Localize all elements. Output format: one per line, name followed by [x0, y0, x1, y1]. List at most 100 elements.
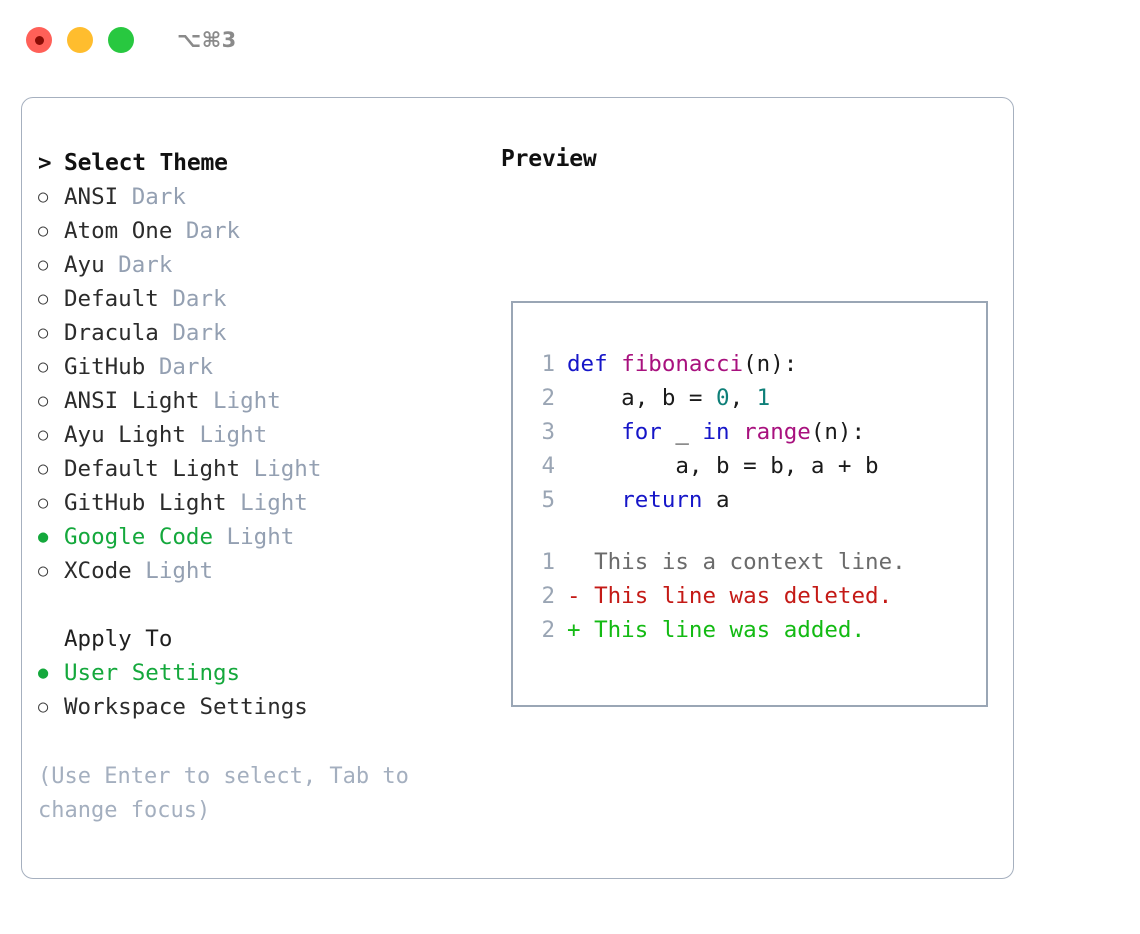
- theme-option-row[interactable]: ● Google Code Light: [38, 520, 498, 554]
- radio-selected-icon: ●: [38, 527, 49, 547]
- code-line-text: for _ in range(n):: [567, 415, 865, 449]
- preview-title: Preview: [501, 146, 597, 172]
- theme-option-row[interactable]: ○Default Dark: [38, 282, 498, 316]
- theme-name: Default: [64, 286, 159, 312]
- radio-unselected-icon: ○: [38, 221, 49, 241]
- theme-name: Ayu: [64, 252, 105, 278]
- theme-option-row[interactable]: ○Dracula Dark: [38, 316, 498, 350]
- code-token-num: 0: [716, 385, 730, 411]
- code-token-kw: def: [567, 351, 622, 377]
- theme-option-row[interactable]: ○ XCode Light: [38, 554, 498, 588]
- code-line: 2 a, b = 0, 1: [527, 381, 977, 415]
- apply-to-option-label: User Settings: [64, 660, 241, 686]
- code-line: 3 for _ in range(n):: [527, 415, 977, 449]
- code-line-text: return a: [567, 483, 730, 517]
- apply-to-label: Apply To: [64, 626, 173, 652]
- diff-sign: -: [567, 583, 595, 609]
- zoom-button[interactable]: [108, 27, 134, 53]
- minimize-button[interactable]: [67, 27, 93, 53]
- theme-picker-panel: > Select Theme ○ANSI Dark○Atom One Dark○…: [21, 97, 1014, 879]
- diff-line-text: This line was added.: [594, 617, 866, 643]
- diff-line: 2- This line was deleted.: [527, 579, 977, 613]
- theme-option-row[interactable]: ○ Default Light Light: [38, 452, 498, 486]
- code-token-kw: return: [621, 487, 703, 513]
- diff-line-text: This line was deleted.: [594, 583, 893, 609]
- code-token-fn: range: [743, 419, 811, 445]
- diff-line: 1 This is a context line.: [527, 545, 977, 579]
- apply-to-option-row[interactable]: ○ Workspace Settings: [38, 690, 498, 724]
- theme-option-row[interactable]: ○ ANSI Dark: [38, 180, 498, 214]
- code-token-pl: a: [702, 487, 730, 513]
- code-token-pl: a, b = b, a + b: [567, 453, 879, 479]
- theme-kind-badge: Light: [213, 524, 295, 550]
- radio-unselected-icon: ○: [38, 697, 49, 717]
- window-titlebar: ⌥⌘3: [0, 0, 1140, 80]
- diff-lines: 1 This is a context line.2- This line wa…: [527, 545, 977, 647]
- radio-unselected-icon: ○: [38, 493, 49, 513]
- code-token-kw: in: [702, 419, 730, 445]
- diff-line-text: This is a context line.: [594, 549, 906, 575]
- radio-selected-icon: ●: [38, 663, 49, 683]
- close-button[interactable]: [26, 27, 52, 53]
- theme-name: Default Light: [64, 456, 241, 482]
- code-line-number: 4: [541, 453, 555, 479]
- theme-name: Dracula: [64, 320, 159, 346]
- theme-kind-badge: Dark: [145, 354, 214, 380]
- radio-unselected-icon: ○: [38, 187, 49, 207]
- code-token-pl: [730, 419, 744, 445]
- prompt-caret-icon: >: [38, 150, 52, 176]
- theme-list-column: > Select Theme ○ANSI Dark○Atom One Dark○…: [38, 146, 498, 724]
- theme-name: XCode: [64, 558, 132, 584]
- radio-unselected-icon: ○: [38, 357, 49, 377]
- theme-kind-badge: Dark: [118, 184, 186, 210]
- apply-to-heading: Apply To: [38, 622, 498, 656]
- radio-unselected-icon: ○: [38, 459, 49, 479]
- diff-line-number: 2: [541, 617, 555, 643]
- apply-to-option-list: ● User Settings ○ Workspace Settings: [38, 656, 498, 724]
- apply-to-option-label: Workspace Settings: [64, 694, 308, 720]
- code-line-number: 3: [541, 419, 555, 445]
- theme-name: GitHub Light: [64, 490, 227, 516]
- theme-option-row[interactable]: ○Ayu Light Light: [38, 418, 498, 452]
- radio-unselected-icon: ○: [38, 561, 49, 581]
- apply-to-option-row[interactable]: ● User Settings: [38, 656, 498, 690]
- select-theme-heading: > Select Theme: [38, 146, 498, 180]
- theme-kind-badge: Light: [240, 456, 322, 482]
- diff-line-number: 1: [541, 549, 555, 575]
- radio-unselected-icon: ○: [38, 323, 49, 343]
- theme-name: GitHub: [64, 354, 146, 380]
- theme-option-row[interactable]: ○Atom One Dark: [38, 214, 498, 248]
- theme-kind-badge: Light: [131, 558, 214, 584]
- diff-sign: +: [567, 617, 595, 643]
- keyboard-shortcut-label: ⌥⌘3: [177, 28, 237, 52]
- page-title: Select Theme: [64, 150, 228, 176]
- theme-name: ANSI Light: [64, 388, 200, 414]
- code-token-fn: fibonacci: [621, 351, 744, 377]
- code-line: 4 a, b = b, a + b: [527, 449, 977, 483]
- theme-option-row[interactable]: ○ GitHub Dark: [38, 350, 498, 384]
- theme-name: Ayu Light: [64, 422, 186, 448]
- theme-name: Google Code: [64, 524, 214, 550]
- code-token-pl: ,: [729, 385, 757, 411]
- theme-option-row[interactable]: ○Ayu Dark: [38, 248, 498, 282]
- code-token-pl: [567, 419, 621, 445]
- code-line-text: a, b = 0, 1: [567, 381, 770, 415]
- code-token-pl: (n):: [743, 351, 798, 377]
- keyboard-hint-text: (Use Enter to select, Tab to change focu…: [38, 764, 423, 823]
- code-token-num: 1: [756, 385, 771, 411]
- theme-option-row[interactable]: ○ANSI Light Light: [38, 384, 498, 418]
- code-line: 5 return a: [527, 483, 977, 517]
- theme-option-row[interactable]: ○GitHub Light Light: [38, 486, 498, 520]
- code-line-text: a, b = b, a + b: [567, 449, 879, 483]
- radio-unselected-icon: ○: [38, 391, 49, 411]
- radio-unselected-icon: ○: [38, 255, 49, 275]
- preview-column: Preview: [501, 146, 1001, 172]
- theme-name: Atom One: [64, 218, 173, 244]
- theme-name: ANSI: [64, 184, 119, 210]
- code-token-pl: (n):: [810, 419, 866, 445]
- diff-sign: [567, 545, 594, 579]
